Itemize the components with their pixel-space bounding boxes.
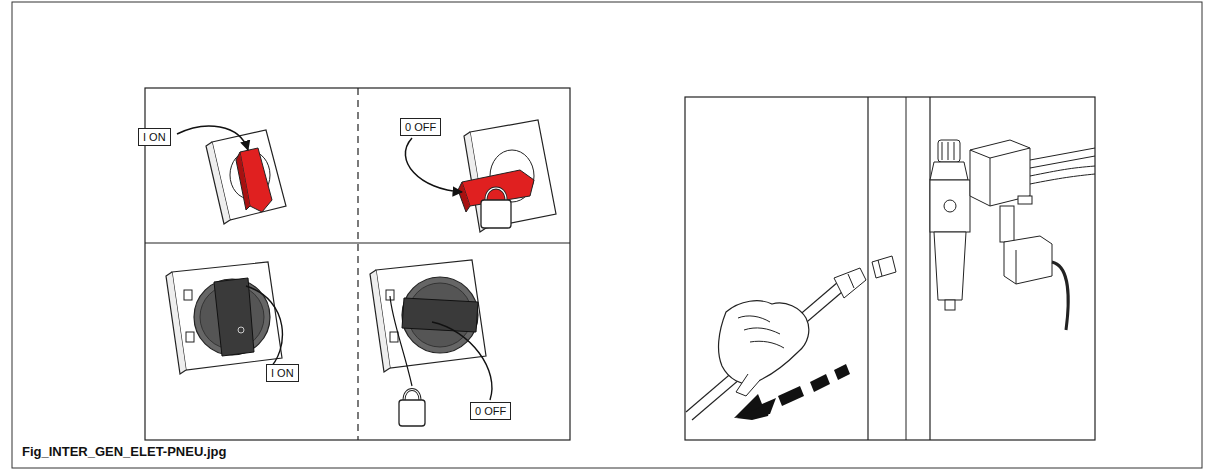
- state-label-box: I ON: [266, 364, 299, 382]
- state-label: 0 OFF: [405, 119, 436, 135]
- state-label: 0 OFF: [475, 403, 506, 419]
- state-label-box: 0 OFF: [400, 118, 441, 136]
- grey-switch-on: [166, 262, 282, 374]
- pneumatic-panel: [685, 97, 1095, 440]
- state-label: I ON: [271, 365, 294, 381]
- figure-caption: Fig_INTER_GEN_ELET-PNEU.jpg: [22, 444, 226, 459]
- frame: [12, 2, 1202, 468]
- red-switch-off: [405, 120, 556, 232]
- state-label: I ON: [143, 129, 166, 145]
- state-label-box: I ON: [138, 128, 171, 146]
- red-switch-on: [177, 126, 286, 224]
- switch-panel: [145, 88, 570, 440]
- state-label-box: 0 OFF: [470, 402, 511, 420]
